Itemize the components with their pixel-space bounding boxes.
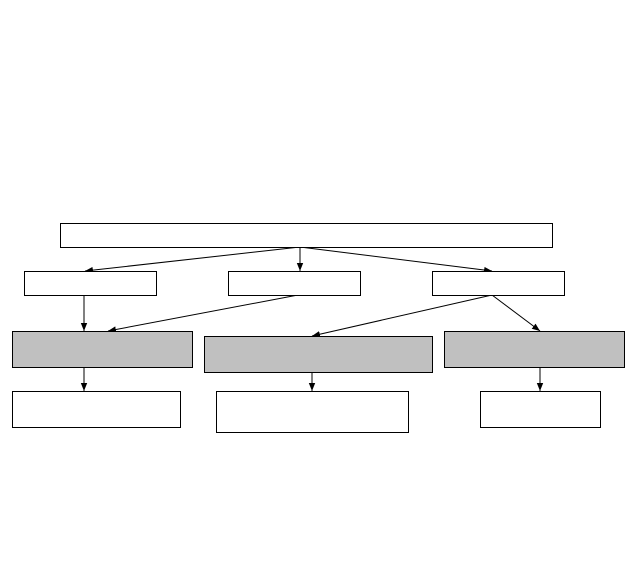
node-level1-left — [24, 271, 157, 296]
node-box — [480, 391, 601, 428]
node-box — [216, 391, 409, 433]
arrow-root-to-level1-right — [299, 246, 493, 274]
node-box — [432, 271, 565, 296]
node-level3-left — [12, 391, 181, 428]
arrow-root-to-level1-left — [84, 246, 301, 274]
node-level1-middle — [228, 271, 361, 296]
node-level3-middle — [216, 391, 409, 433]
arrow-level1-right-to-level2-right — [491, 294, 541, 332]
node-level2-middle — [204, 336, 433, 373]
node-box — [228, 271, 361, 296]
node-box — [12, 331, 193, 368]
node-root — [60, 223, 553, 248]
node-level2-right — [444, 331, 625, 368]
node-layer — [12, 223, 625, 433]
node-level3-right — [480, 391, 601, 428]
node-box — [60, 223, 553, 248]
connector-layer — [80, 246, 544, 391]
node-box — [204, 336, 433, 373]
node-box — [24, 271, 157, 296]
node-box — [12, 391, 181, 428]
node-box — [444, 331, 625, 368]
arrow-level1-middle-to-level2-left — [107, 294, 299, 333]
arrow-level1-right-to-level2-middle — [311, 294, 493, 338]
node-level2-left — [12, 331, 193, 368]
node-level1-right — [432, 271, 565, 296]
